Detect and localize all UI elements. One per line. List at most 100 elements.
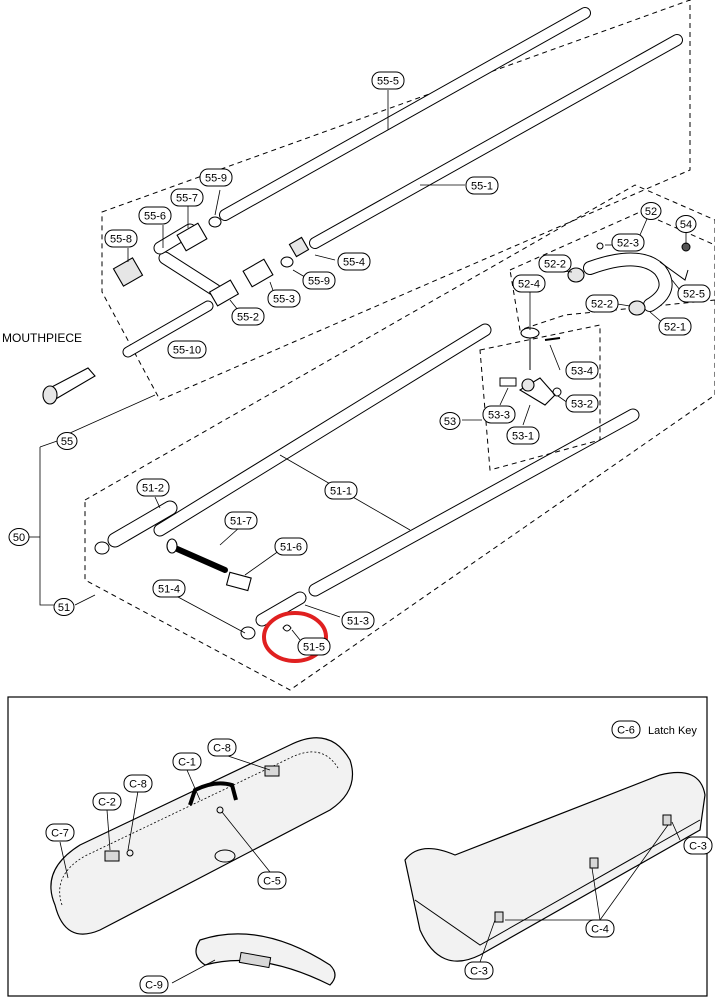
label-c3a: C-3 [683, 836, 713, 855]
svg-text:55-10: 55-10 [173, 345, 201, 357]
label-55-3: 55-3 [267, 289, 301, 308]
cork-53-3 [499, 377, 517, 387]
mouthpiece-drawing [42, 367, 96, 405]
stocking-55-4 [288, 236, 310, 258]
svg-text:C-8: C-8 [213, 743, 231, 755]
svg-text:55-5: 55-5 [377, 76, 399, 88]
svg-text:51: 51 [58, 602, 70, 614]
label-51-5: 51-5 [297, 637, 331, 656]
svg-text:55-2: 55-2 [237, 312, 259, 324]
label-53-2: 53-2 [565, 394, 599, 413]
label-51-3: 51-3 [341, 611, 375, 630]
svg-text:52: 52 [645, 206, 657, 218]
svg-text:C-3: C-3 [470, 966, 488, 978]
case-leader-lines [59, 754, 681, 984]
label-52-3: 52-3 [611, 233, 645, 252]
label-52-1: 52-1 [658, 317, 692, 336]
highlight-circle [262, 611, 328, 663]
label-55-5: 55-5 [371, 71, 405, 90]
bow-52-1 [583, 252, 673, 312]
svg-text:52-3: 52-3 [617, 238, 639, 250]
svg-text:C-9: C-9 [145, 980, 163, 992]
screw-51-5 [282, 624, 292, 632]
ferrule-52-2a [567, 267, 585, 283]
case-closed-drawing [50, 737, 354, 935]
tube-55-5 [219, 7, 591, 221]
svg-text:51-5: 51-5 [303, 642, 325, 654]
svg-text:51-3: 51-3 [347, 616, 369, 628]
label-c8b: C-8 [123, 774, 153, 793]
svg-text:55-7: 55-7 [176, 193, 198, 205]
label-55-9a: 55-9 [199, 168, 233, 187]
label-55-10: 55-10 [167, 340, 207, 359]
cork-54 [681, 242, 691, 252]
label-55-6: 55-6 [138, 206, 172, 225]
strap-drawing [195, 933, 336, 986]
svg-text:52-4: 52-4 [518, 279, 540, 291]
svg-text:54: 54 [680, 219, 692, 231]
svg-text:51-1: 51-1 [330, 486, 352, 498]
ring-51-4a [94, 541, 110, 555]
svg-text:C-6: C-6 [617, 725, 635, 737]
receiver-55-8 [112, 257, 144, 287]
svg-text:51-6: 51-6 [280, 542, 302, 554]
svg-text:52-2: 52-2 [591, 299, 613, 311]
stop-51-6 [225, 571, 252, 592]
label-52-2a: 52-2 [538, 254, 572, 273]
label-52-5: 52-5 [677, 284, 711, 303]
svg-text:55-6: 55-6 [144, 211, 166, 223]
svg-text:55-9: 55-9 [205, 173, 227, 185]
case-open-drawing [404, 771, 706, 962]
svg-text:C-8: C-8 [129, 779, 147, 791]
svg-text:55-9: 55-9 [308, 276, 330, 288]
svg-text:50: 50 [13, 532, 25, 544]
svg-text:C-1: C-1 [178, 757, 196, 769]
label-c6: C-6 [611, 720, 641, 739]
label-51-6: 51-6 [274, 537, 308, 556]
valve-53-1 [518, 377, 556, 406]
ring-55-9a [208, 216, 222, 228]
group-53-boundary [479, 324, 601, 471]
ring-51-4b [240, 626, 256, 640]
ring-55-9b [280, 256, 294, 268]
ferrule-52-2b [628, 300, 646, 316]
label-55-8: 55-8 [104, 229, 138, 248]
svg-text:52-5: 52-5 [683, 289, 705, 301]
label-c7: C-7 [45, 823, 75, 842]
stay-51-7 [166, 538, 228, 573]
label-55-2: 55-2 [231, 307, 265, 326]
svg-text:55-4: 55-4 [343, 257, 365, 269]
svg-text:52-2: 52-2 [544, 259, 566, 271]
label-52-2b: 52-2 [585, 294, 619, 313]
latch-key-text: Latch Key [648, 725, 697, 737]
label-53-1: 53-1 [506, 426, 540, 445]
svg-text:55-3: 55-3 [273, 294, 295, 306]
tube-51-3 [255, 591, 307, 627]
joint-55-2 [208, 279, 240, 307]
svg-text:53-2: 53-2 [571, 399, 593, 411]
svg-text:C-4: C-4 [591, 924, 609, 936]
tube-55-1 [309, 34, 683, 249]
svg-text:51-4: 51-4 [158, 584, 180, 596]
label-51-1: 51-1 [324, 481, 358, 500]
label-51-7: 51-7 [224, 511, 258, 530]
label-52: 52 [640, 202, 662, 220]
svg-text:53: 53 [444, 416, 456, 428]
label-c3b: C-3 [464, 961, 494, 980]
label-c8a: C-8 [207, 738, 237, 757]
group-51-boundary [84, 184, 715, 691]
label-c5: C-5 [257, 871, 287, 890]
svg-text:53-4: 53-4 [571, 366, 593, 378]
label-55-4: 55-4 [337, 252, 371, 271]
label-51: 51 [53, 598, 75, 616]
label-54: 54 [675, 215, 697, 233]
screw-52-3 [596, 242, 604, 250]
tube-51-2 [107, 500, 178, 548]
svg-text:55-8: 55-8 [110, 234, 132, 246]
svg-text:C-2: C-2 [98, 797, 116, 809]
label-55: 55 [56, 432, 78, 450]
tube-51-1-upper [153, 323, 492, 537]
mouthpiece-label: MOUTHPIECE [2, 331, 82, 345]
label-51-4: 51-4 [152, 579, 186, 598]
